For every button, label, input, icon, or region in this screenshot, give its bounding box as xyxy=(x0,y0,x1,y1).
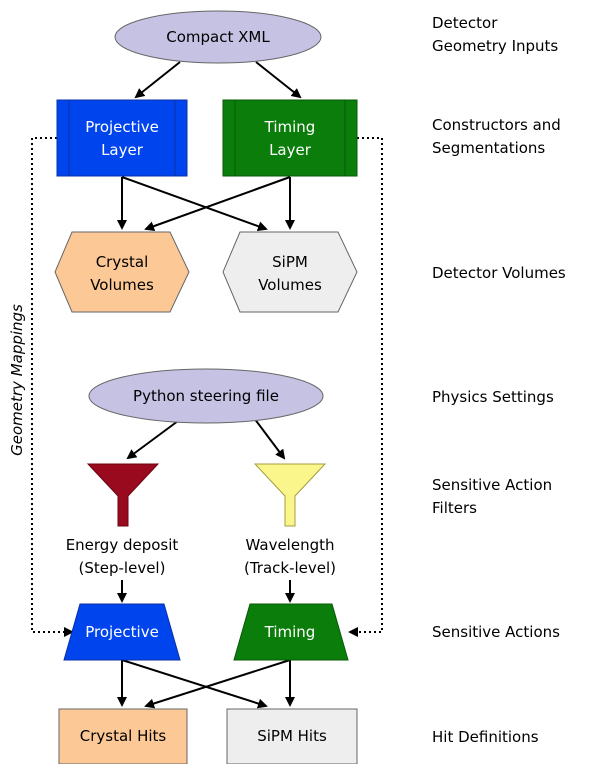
python-steering-label: Python steering file xyxy=(133,387,279,405)
geometry-mapping-lines xyxy=(31,137,383,637)
sipm-hits-label: SiPM Hits xyxy=(257,727,327,745)
sipm-volumes-node: SiPM Volumes xyxy=(222,231,358,313)
crystal-volumes-label-line2: Volumes xyxy=(90,276,154,294)
energy-filter-funnel-icon xyxy=(86,463,160,527)
category-labels: Detector Geometry Inputs Constructors an… xyxy=(432,14,566,746)
python-steering-node: Python steering file xyxy=(88,368,324,424)
side-label-physics: Physics Settings xyxy=(432,388,554,406)
side-label-filters-line1: Sensitive Action xyxy=(432,476,552,494)
side-label-inputs-line2: Geometry Inputs xyxy=(432,37,558,55)
wavelength-label-line1: Wavelength xyxy=(246,536,335,554)
crystal-volumes-node: Crystal Volumes xyxy=(54,231,190,313)
projective-layer-node: Projective Layer xyxy=(56,99,188,177)
sipm-volumes-label-line1: SiPM xyxy=(272,253,308,271)
energy-deposit-label-line1: Energy deposit xyxy=(66,536,179,554)
side-label-constructors-line1: Constructors and xyxy=(432,116,561,134)
side-label-constructors-line2: Segmentations xyxy=(432,139,545,157)
crystal-volumes-label-line1: Crystal xyxy=(96,253,149,271)
compact-xml-node: Compact XML xyxy=(114,10,322,64)
side-label-hits: Hit Definitions xyxy=(432,728,539,746)
side-label-volumes: Detector Volumes xyxy=(432,264,566,282)
sipm-hits-node: SiPM Hits xyxy=(226,708,358,764)
connector-arrows xyxy=(117,61,302,709)
timing-action-node: Timing xyxy=(233,603,349,661)
geometry-mappings-label: Geometry Mappings xyxy=(8,304,26,456)
timing-layer-label-line2: Layer xyxy=(269,141,312,159)
side-label-inputs-line1: Detector xyxy=(432,14,498,32)
projective-layer-label-line1: Projective xyxy=(85,118,159,136)
crystal-hits-node: Crystal Hits xyxy=(58,708,188,764)
wavelength-label-line2: (Track-level) xyxy=(244,559,336,577)
projective-layer-label-line2: Layer xyxy=(101,141,144,159)
side-label-filters-line2: Filters xyxy=(432,499,477,517)
compact-xml-label: Compact XML xyxy=(166,28,270,46)
timing-layer-node: Timing Layer xyxy=(222,99,358,177)
projective-action-label: Projective xyxy=(85,623,159,641)
timing-action-label: Timing xyxy=(264,623,316,641)
timing-layer-label-line1: Timing xyxy=(264,118,316,136)
crystal-hits-label: Crystal Hits xyxy=(80,727,167,745)
energy-deposit-label-line2: (Step-level) xyxy=(79,559,166,577)
side-label-actions: Sensitive Actions xyxy=(432,623,560,641)
sipm-volumes-label-line2: Volumes xyxy=(258,276,322,294)
projective-action-node: Projective xyxy=(63,603,181,661)
wavelength-filter-funnel-icon xyxy=(253,463,327,527)
